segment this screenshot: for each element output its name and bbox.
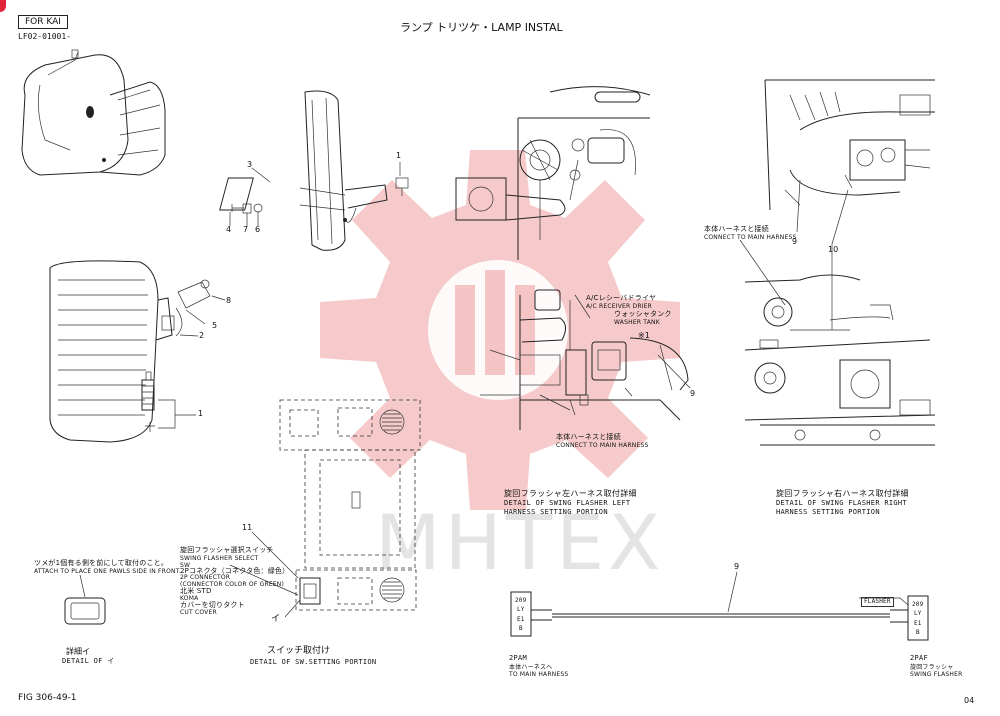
harness-flasher-tag: FLASHER	[861, 597, 894, 607]
lamp-assembly-upper	[219, 90, 409, 251]
conn-left-en: TO MAIN HARNESS	[509, 671, 569, 678]
detail-i-title-jp: 詳細イ	[66, 647, 90, 656]
callout-9-harness: 9	[734, 562, 740, 571]
conn-right-en: SWING FLASHER	[910, 671, 963, 678]
pin-left-3: E1	[517, 616, 525, 623]
right-detail-title-jp: 旋回フラッシャ右ハーネス取付詳細	[776, 489, 909, 498]
right-detail-title-en1: DETAIL OF SWING FLASHER RIGHT	[776, 499, 907, 507]
lamp-assembly-lower	[49, 260, 226, 443]
callout-11: 11	[242, 523, 253, 532]
sw-detail-title-en: DETAIL OF SW.SETTING PORTION	[250, 658, 377, 666]
callout-1-upper: 1	[396, 151, 402, 160]
switch-note-jp-1: 旋回フラッシャ選択スイッチ	[180, 546, 274, 554]
switch-note-jp-2: 2Pコネクタ（コネクタ色：緑色）	[180, 567, 290, 575]
callout-2: 2	[199, 331, 205, 340]
pin-left-4: B	[519, 625, 523, 632]
page-number: 04	[964, 696, 975, 705]
pin-right-3: E1	[914, 620, 922, 627]
switch-note-en-4: CUT COVER	[180, 609, 217, 616]
watermark-text: МНТЕХ	[375, 498, 665, 587]
pin-right-2: LY	[914, 610, 922, 617]
main-harness-jp-right: 本体ハーネスと接続	[704, 225, 769, 233]
page-title: ランプ トリツケ・LAMP INSTAL	[400, 21, 563, 34]
pin-right-4: B	[916, 629, 920, 636]
right-harness-detail	[739, 79, 936, 446]
switch-note-en-3: KOMA	[180, 595, 199, 602]
callout-9-left: 9	[690, 389, 696, 398]
switch-note-en-1b: SW	[180, 562, 191, 569]
ac-label-jp: A/Cレシーバドライヤ	[586, 294, 657, 302]
switch-note-en-1: SWING FLASHER SELECT	[180, 555, 259, 562]
conn-left-code: 2PAM	[509, 654, 528, 662]
switch-note-en-2b: (CONNECTOR COLOR OF GREEN)	[180, 581, 285, 588]
doc-code: LF02-01001-	[18, 32, 71, 41]
callout-5: 5	[212, 321, 218, 330]
pin-left-2: LY	[517, 606, 525, 613]
switch-panel	[229, 399, 421, 618]
washer-label-jp: ウォッシャタンク	[614, 310, 672, 318]
switch-note-jp-3: 北米 STD	[180, 587, 212, 595]
callout-4: 4	[226, 225, 232, 234]
conn-left-jp: 本体ハーネスへ	[509, 664, 553, 671]
front-panel-note-en: ATTACH TO PLACE ONE PAWLS SIDE IN FRONT.	[34, 568, 181, 575]
conn-right-jp: 旋回フラッシャ	[910, 664, 954, 671]
detail-i-title-en: DETAIL OF イ	[62, 657, 115, 665]
switch-note-jp-4: カバーを切りタクト	[180, 601, 245, 609]
washer-label-en: WASHER TANK	[614, 319, 660, 326]
pin-right-1: 209	[912, 601, 924, 608]
callout-7: 7	[243, 225, 249, 234]
switch-marker: イ	[271, 614, 281, 624]
callout-9-right-upper: 9	[792, 237, 798, 246]
left-detail-title-en1: DETAIL OF SWING FLASHER LEFT	[504, 499, 631, 507]
pin-left-1: 209	[515, 597, 527, 604]
front-panel-note-jp: ツメが1個有る側を前にして取付のこと。	[34, 559, 169, 567]
fig-number: FIG 306-49-1	[18, 693, 77, 703]
callout-x1: ※1	[638, 331, 650, 340]
corner-mark	[0, 0, 6, 12]
switch-note-en-2: 2P CONNECTOR	[180, 574, 231, 581]
harness-cable	[510, 571, 929, 641]
right-detail-title-en2: HARNESS SETTING PORTION	[776, 508, 880, 516]
left-detail-title-en2: HARNESS SETTING PORTION	[504, 508, 608, 516]
main-harness-en-right: CONNECT TO MAIN HARNESS	[704, 234, 797, 241]
callout-8: 8	[226, 296, 232, 305]
left-detail-title-jp: 旋回フラッシャ左ハーネス取付詳細	[504, 489, 637, 498]
callout-10: 10	[828, 245, 839, 254]
main-harness-jp-left: 本体ハーネスと接続	[556, 433, 621, 441]
callout-1-lower: 1	[198, 409, 204, 418]
left-harness-detail	[455, 86, 691, 430]
ac-label-en: A/C RECEIVER DRIER	[586, 303, 653, 310]
detail-i-part	[64, 574, 106, 625]
callout-3: 3	[247, 160, 253, 169]
sw-detail-title-jp: スイッチ取付け	[267, 646, 331, 656]
model-box: FOR KAI	[18, 15, 68, 29]
main-harness-en-left: CONNECT TO MAIN HARNESS	[556, 442, 649, 449]
machine-overview	[21, 49, 166, 176]
callout-6: 6	[255, 225, 261, 234]
conn-right-code: 2PAF	[910, 654, 929, 662]
